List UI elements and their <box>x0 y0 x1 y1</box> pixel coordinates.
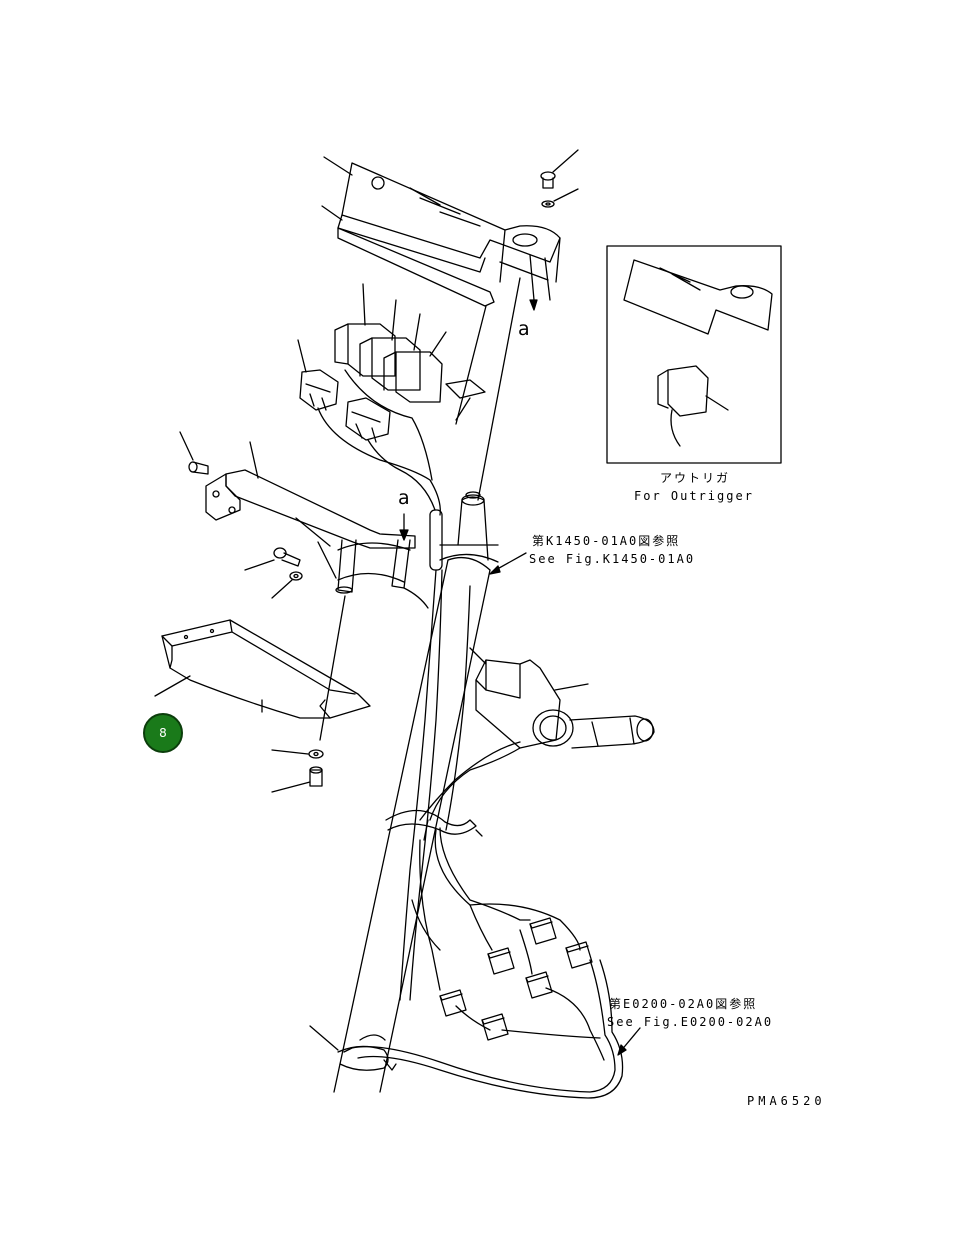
inset-label-en: For Outrigger <box>634 489 754 503</box>
trim-rail <box>337 227 495 307</box>
outrigger-inset <box>606 245 782 464</box>
ref-lower-jp: 第E0200-02A0図参照 <box>609 997 758 1011</box>
rocker-switches <box>334 283 447 403</box>
reference-leaders <box>489 552 641 1056</box>
screw-top <box>540 149 579 208</box>
mid-bolts <box>244 547 303 599</box>
callout-a-top: a <box>518 318 530 340</box>
tray-fasteners <box>271 595 346 793</box>
pin-bolt <box>179 431 209 475</box>
guide-lines <box>455 277 521 501</box>
switch-wiring <box>317 369 443 571</box>
callout-a-mid: a <box>398 487 410 509</box>
lower-tray <box>154 619 371 719</box>
ref-upper-jp: 第K1450-01A0図参照 <box>532 534 681 548</box>
top-cover-panel <box>321 156 561 311</box>
bracket-arm <box>205 441 429 609</box>
combination-harness <box>419 741 521 821</box>
wire-harness <box>309 569 624 1099</box>
switch-connectors <box>297 339 391 443</box>
ref-lower-en: See Fig.E0200-02A0 <box>607 1015 774 1029</box>
drawing-code: PMA6520 <box>747 1094 826 1108</box>
ref-upper-en: See Fig.K1450-01A0 <box>529 552 696 566</box>
callout-a-arrow <box>399 513 409 541</box>
steering-column <box>333 491 499 1093</box>
badge-label: 8 <box>159 726 167 740</box>
inset-label-jp: アウトリガ <box>660 471 731 485</box>
combination-switch <box>469 647 655 749</box>
harness-connectors <box>439 917 593 1041</box>
item-number-badge[interactable]: 8 <box>143 713 183 753</box>
